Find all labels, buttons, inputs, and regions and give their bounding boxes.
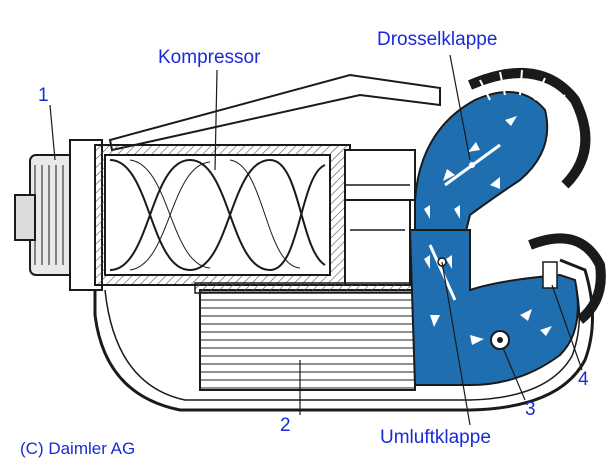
label-number-4: 4 (578, 369, 589, 390)
lower-housing-inner (104, 281, 581, 401)
compressor-bore (104, 154, 331, 276)
flow-arrow-icon (424, 116, 552, 345)
label-kompressor: Kompressor (158, 47, 261, 68)
intercooler-frame (194, 282, 421, 294)
copyright-text: (C) Daimler AG (20, 439, 136, 458)
lower-housing (93, 258, 594, 412)
pressure-sensor-core (497, 337, 503, 343)
actuator-bracket (542, 261, 558, 289)
throttle-tube (414, 91, 549, 237)
inlet-coil (468, 68, 591, 189)
intercooler (199, 289, 416, 391)
leader-lines (49, 54, 583, 426)
label-number-3: 3 (525, 399, 536, 420)
pulley-hub (14, 194, 36, 241)
label-drosselklappe: Drosselklappe (377, 29, 498, 50)
pulley-ribs (34, 165, 64, 265)
channel-divider (345, 184, 410, 231)
pulley-body (29, 154, 76, 276)
screw-rotor (109, 158, 326, 272)
upper-cover (108, 73, 441, 152)
label-number-2: 2 (280, 415, 291, 436)
throttle-shaft (469, 162, 475, 168)
bypass-flap (428, 244, 457, 301)
inlet-coil-ribs (479, 69, 566, 111)
label-number-1: 1 (38, 85, 49, 106)
label-umluftklappe: Umluftklappe (380, 427, 491, 448)
outlet-block (344, 149, 416, 201)
lower-inlet-coil (528, 233, 606, 324)
outlet-block-lower (344, 199, 411, 286)
